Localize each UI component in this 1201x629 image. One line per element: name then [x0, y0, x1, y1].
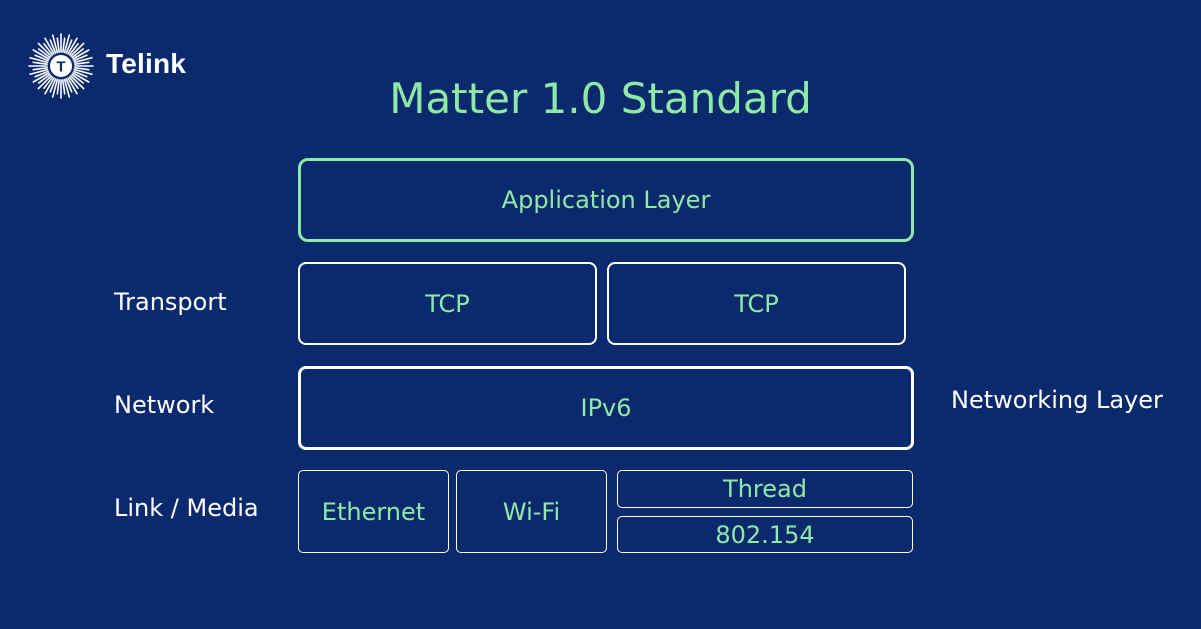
logo-ray: [70, 42, 85, 57]
logo-ray: [32, 49, 50, 60]
logo-ray: [43, 42, 54, 56]
thread-box: Thread: [617, 470, 913, 508]
logo-ray: [37, 42, 52, 57]
logo-ray: [34, 54, 49, 62]
logo-ray: [44, 77, 55, 95]
ethernet-label: Ethernet: [321, 497, 426, 526]
tcp-box-2: TCP: [607, 262, 906, 345]
ieee-802154-box: 802.154: [617, 516, 913, 553]
logo-letter: T: [56, 59, 65, 76]
logo-ray: [62, 79, 66, 95]
logo-ray: [32, 67, 48, 71]
application-layer-label: Application Layer: [501, 186, 711, 214]
logo-ray: [68, 42, 79, 56]
network-label: Network: [114, 391, 215, 419]
logo-ray: [49, 78, 57, 93]
logo-ray: [37, 48, 51, 59]
logo-ray: [71, 48, 85, 59]
link-media-label: Link / Media: [114, 494, 259, 522]
logo-ray: [32, 72, 50, 83]
tcp-box-1: TCP: [298, 262, 597, 345]
ipv6-label: IPv6: [580, 394, 632, 422]
logo-ray: [67, 77, 78, 95]
tcp-label-1: TCP: [425, 289, 470, 318]
logo-ray: [71, 73, 85, 84]
transport-label: Transport: [114, 288, 227, 316]
tcp-label-2: TCP: [734, 289, 779, 318]
logo-ray: [29, 68, 49, 76]
logo-ray: [49, 39, 57, 54]
brand-name: Telink: [106, 48, 187, 79]
logo-ray: [51, 34, 59, 54]
telink-logo-icon: T: [28, 33, 94, 99]
logo-ray: [65, 78, 73, 93]
logo-ray: [43, 76, 54, 90]
logo-ray: [63, 34, 71, 54]
logo-ray: [74, 61, 90, 65]
logo-ray: [63, 78, 71, 98]
ieee-802154-label: 802.154: [715, 520, 815, 549]
logo-ray: [73, 68, 93, 76]
logo-ray: [65, 39, 73, 54]
application-layer-box: Application Layer: [298, 158, 914, 242]
diagram-title: Matter 1.0 Standard: [389, 74, 812, 123]
ethernet-box: Ethernet: [298, 470, 449, 553]
logo-ray: [74, 67, 90, 71]
logo-ray: [37, 73, 51, 84]
logo-ray: [68, 76, 79, 90]
ipv6-box: IPv6: [298, 366, 914, 450]
logo-ray: [70, 75, 85, 90]
logo-ray: [72, 72, 90, 83]
logo-ray: [34, 70, 49, 78]
logo-ray: [29, 56, 49, 64]
logo-ray: [73, 54, 88, 62]
logo-ray: [51, 78, 59, 98]
logo-ray: [56, 37, 60, 53]
logo-ray: [56, 79, 60, 95]
logo-ray: [62, 37, 66, 53]
wifi-label: Wi-Fi: [502, 497, 561, 526]
networking-layer-label: Networking Layer: [951, 386, 1163, 414]
logo-ray: [32, 61, 48, 65]
logo-ray: [67, 37, 78, 55]
thread-label: Thread: [723, 475, 807, 503]
wifi-box: Wi-Fi: [456, 470, 607, 553]
logo-ray: [73, 56, 93, 64]
logo-ray: [37, 75, 52, 90]
logo-ray: [72, 49, 90, 60]
logo-ray: [73, 70, 88, 78]
logo-ray: [44, 37, 55, 55]
